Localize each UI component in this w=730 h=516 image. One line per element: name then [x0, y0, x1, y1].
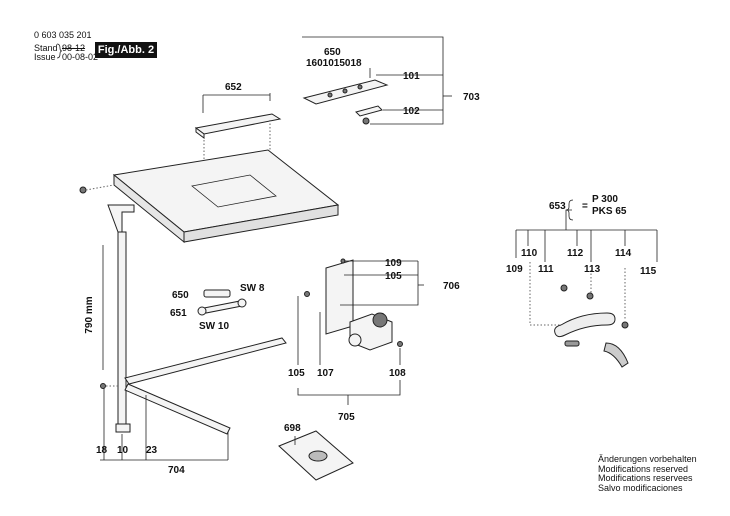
callout-110: 110 — [521, 248, 538, 259]
callout-651: 651 — [170, 308, 187, 319]
callout-653-eq: = — [582, 201, 588, 212]
figure-label: Fig./Abb. 2 — [95, 42, 157, 58]
callout-112: 112 — [567, 248, 584, 259]
note-line: Änderungen vorbehalten — [598, 454, 697, 464]
callout-704: 704 — [168, 465, 185, 476]
stand-value: 98-12 — [62, 43, 86, 53]
issue-value: 00-08-02 — [62, 52, 99, 62]
revision-notes: Änderungen vorbehalten Modifications res… — [598, 454, 697, 493]
leg-assembly-704 — [100, 204, 287, 461]
callout-109-switch: 109 — [385, 258, 402, 269]
callout-115: 115 — [640, 266, 657, 277]
rail-assembly — [302, 36, 452, 125]
note-line: Salvo modificaciones — [598, 482, 683, 493]
callout-652: 652 — [225, 82, 242, 93]
callout-703: 703 — [463, 92, 480, 103]
callout-102: 102 — [403, 106, 420, 117]
callout-23: 23 — [146, 445, 158, 456]
stand-label: Stand — [34, 43, 58, 53]
callout-109-handle: 109 — [506, 264, 523, 275]
callout-650: 650 — [324, 47, 341, 58]
manual-698 — [278, 430, 354, 481]
note-line: Modifications reserved — [598, 463, 689, 474]
wrench-set — [197, 289, 247, 316]
callout-653: 653 — [549, 201, 566, 212]
callout-108: 108 — [389, 368, 406, 379]
callout-706: 706 — [443, 281, 460, 292]
callout-105-switch: 105 — [385, 271, 402, 282]
callout-114: 114 — [615, 248, 632, 259]
fence-bracket-652 — [194, 93, 282, 170]
switch-assembly-705 — [297, 258, 424, 405]
label-sw8: SW 8 — [240, 283, 265, 294]
callout-105-lower: 105 — [288, 368, 305, 379]
callout-111: 111 — [538, 264, 554, 275]
clamp-part-102 — [355, 105, 383, 117]
table-top — [79, 149, 340, 244]
callout-113: 113 — [584, 264, 601, 275]
callout-107: 107 — [317, 368, 334, 379]
callout-p300: P 300 — [592, 194, 618, 205]
callout-698: 698 — [284, 423, 301, 434]
callout-101: 101 — [403, 71, 420, 82]
label-sw10: SW 10 — [199, 321, 229, 332]
callout-10: 10 — [117, 445, 129, 456]
document-number: 0 603 035 201 — [34, 30, 92, 40]
callout-pks65: PKS 65 — [592, 206, 627, 217]
callout-650-code: 1601015018 — [306, 58, 362, 69]
header-brace — [56, 43, 63, 59]
handle-assembly-653 — [515, 199, 658, 368]
callout-650-wrench: 650 — [172, 290, 189, 301]
callout-18: 18 — [96, 445, 108, 456]
callout-790-mm: 790 mm — [84, 296, 95, 333]
issue-label: Issue — [34, 52, 56, 62]
note-line: Modifications reservees — [598, 473, 693, 483]
callout-705: 705 — [338, 412, 355, 423]
